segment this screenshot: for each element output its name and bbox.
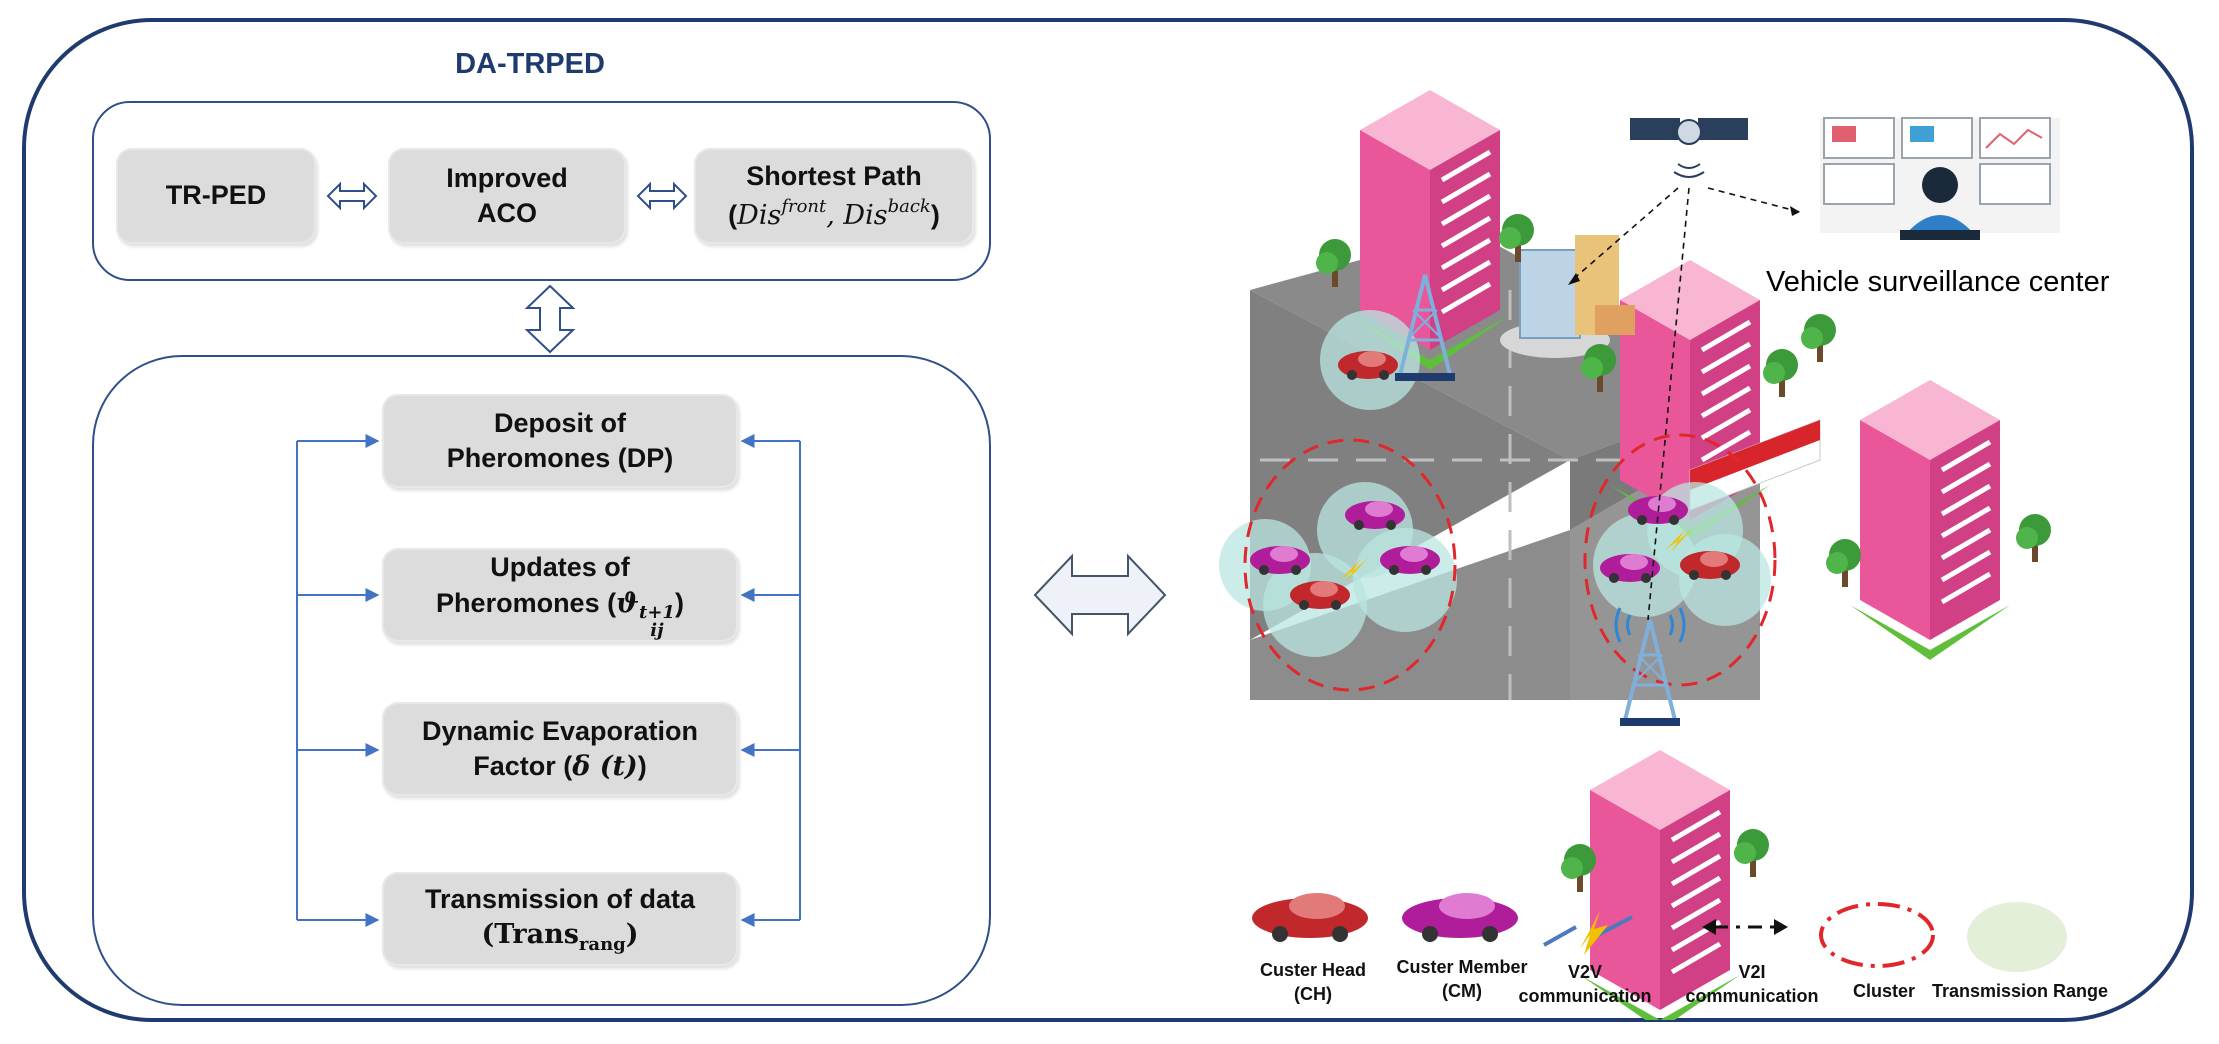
up-sub: ij: [650, 619, 664, 641]
vertical-double-arrow-icon: [524, 284, 576, 354]
legend-cm-line1: Custer Member: [1396, 957, 1528, 977]
legend-v2v: V2V communication: [1505, 960, 1665, 1009]
feedback-arrows: [296, 434, 801, 927]
legend-v2i-line1: V2I: [1738, 962, 1766, 982]
v2i-arrow-icon: [1702, 919, 1788, 935]
td-line1: Transmission of data: [424, 883, 696, 914]
ef-text: Factor (: [473, 751, 573, 781]
legend-v2i: V2I communication: [1672, 960, 1832, 1009]
ef-line2: Factor (δ (t)): [473, 749, 646, 784]
sp-comma: ,: [826, 199, 844, 231]
cluster-head-car-icon: [1252, 893, 1368, 942]
sp-front-sup: front: [781, 195, 827, 217]
sp-close: ): [930, 199, 940, 230]
td-main: Trans: [494, 918, 579, 950]
deposit-pheromones-box: Deposit of Pheromones (DP): [382, 394, 738, 488]
up-sup: t+1: [639, 601, 675, 623]
dp-line1: Deposit of: [494, 407, 626, 438]
shortest-path-box: Shortest Path (Disfront, Disback): [694, 148, 974, 244]
sp-line1: Shortest Path: [746, 161, 922, 192]
ef-line1: Dynamic Evaporation: [421, 715, 699, 746]
legend-v2v-line2: communication: [1518, 986, 1652, 1007]
improved-aco-box: Improved ACO: [388, 148, 626, 244]
cluster-member-car-icon: [1402, 893, 1518, 942]
up-close: ): [674, 587, 684, 618]
legend-cluster: Cluster: [1852, 981, 1915, 1001]
sp-back-sup: back: [887, 195, 931, 217]
aco-line1: Improved: [446, 162, 568, 193]
double-arrow-icon: [326, 181, 378, 211]
aco-line2: ACO: [477, 198, 537, 228]
ef-symbol: δ (t): [572, 751, 638, 782]
surveillance-center-label: Vehicle surveillance center: [1766, 266, 2110, 298]
double-arrow-icon: [636, 181, 688, 211]
td-line2: (Transrang): [481, 917, 638, 956]
vehicular-scene: [1219, 60, 2060, 1020]
td-sub: rang: [578, 933, 626, 955]
legend-ch: Custer Head (CH): [1218, 958, 1408, 1007]
up-symbol: ϑ: [616, 587, 640, 619]
v2v-lightning-icon: [1543, 911, 1633, 955]
legend-cm-line2: (CM): [1442, 981, 1482, 1002]
legend-ch-line2: (CH): [1294, 984, 1332, 1005]
trped-label: TR-PED: [165, 180, 267, 211]
td-open: (: [481, 918, 495, 950]
legend-ch-line1: Custer Head: [1259, 960, 1367, 980]
trped-box: TR-PED: [116, 148, 316, 244]
legend-v2i-line2: communication: [1685, 986, 1819, 1007]
legend-v2v-line1: V2V: [1567, 962, 1603, 982]
legend-cm: Custer Member (CM): [1372, 955, 1552, 1004]
sp-dis-front: Dis: [737, 199, 782, 231]
up-line1: Updates of: [490, 552, 630, 583]
sp-line2: (Disfront, Disback): [728, 195, 940, 233]
transmission-data-box: Transmission of data (Transrang): [382, 872, 738, 966]
sp-dis-back: Dis: [843, 199, 888, 231]
evaporation-factor-box: Dynamic Evaporation Factor (δ (t)): [382, 702, 738, 796]
up-text: Pheromones (: [436, 587, 617, 618]
dp-line2: Pheromones (DP): [446, 443, 674, 473]
cluster-ring-icon: [1819, 902, 1935, 968]
legend-transmission-range: Transmission Range: [1931, 981, 2109, 1001]
td-close: ): [625, 918, 639, 950]
ef-close: ): [637, 751, 647, 781]
sp-open: (: [728, 199, 738, 230]
big-double-arrow-icon: [1033, 553, 1167, 637]
diagram-title: DA-TRPED: [455, 48, 605, 80]
outer-frame: [22, 18, 2194, 1022]
transmission-range-icon: [1967, 902, 2067, 972]
